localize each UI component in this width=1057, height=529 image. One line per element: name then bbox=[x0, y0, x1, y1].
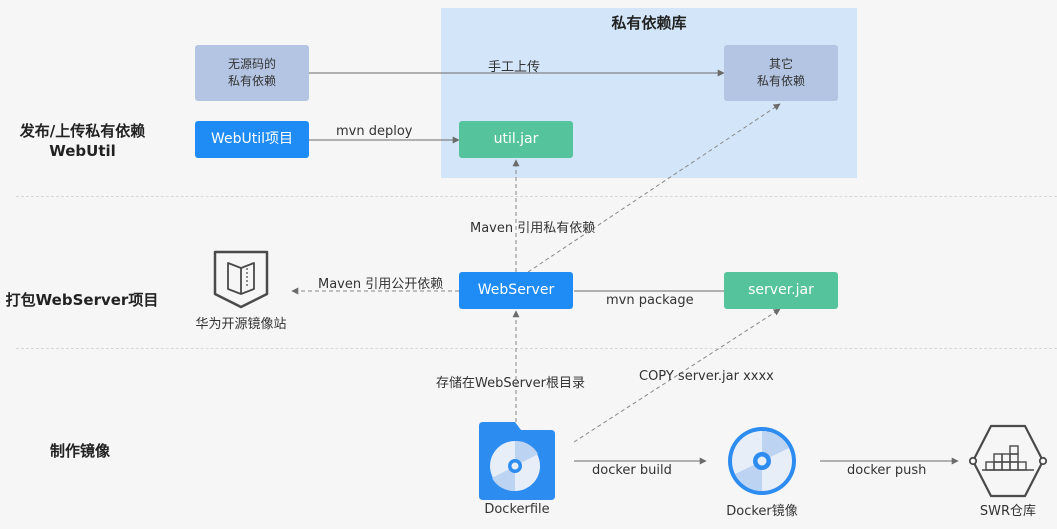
swr-registry-icon bbox=[968, 424, 1048, 498]
webserver-box: WebServer bbox=[459, 272, 573, 309]
label-copy-jar: COPY server.jar xxxx bbox=[639, 369, 774, 384]
docker-image-disc-icon bbox=[728, 427, 796, 495]
section-package-title: 打包WebServer项目 bbox=[5, 291, 159, 309]
no-source-dependency-box: 无源码的 私有依赖 bbox=[195, 45, 309, 101]
section-image-title: 制作镜像 bbox=[49, 442, 110, 460]
other-dependency-box: 其它 私有依赖 bbox=[724, 45, 838, 101]
label-maven-public: Maven 引用公开依赖 bbox=[318, 277, 444, 292]
webutil-project-box: WebUtil项目 bbox=[195, 121, 309, 158]
swr-label: SWR仓库 bbox=[979, 504, 1037, 519]
label-manual-upload: 手工上传 bbox=[488, 60, 541, 75]
server-jar-box: server.jar bbox=[724, 272, 838, 309]
label-stored-in: 存储在WebServer根目录 bbox=[436, 376, 585, 391]
section-divider-2 bbox=[16, 348, 1057, 349]
label-mvn-package: mvn package bbox=[606, 293, 694, 308]
label-docker-push: docker push bbox=[847, 463, 927, 478]
util-jar-box: util.jar bbox=[459, 121, 573, 158]
huawei-mirror-label: 华为开源镜像站 bbox=[195, 317, 287, 332]
edge-maven-private-others bbox=[527, 103, 781, 273]
label-docker-build: docker build bbox=[592, 463, 672, 478]
edge-copy-jar bbox=[573, 308, 781, 443]
dockerfile-label: Dockerfile bbox=[484, 502, 550, 517]
book-shield-icon bbox=[213, 250, 269, 309]
dockerfile-icon bbox=[479, 422, 555, 500]
repo-title: 私有依赖库 bbox=[611, 14, 687, 32]
section-publish-title: 发布/上传私有依赖 WebUtil bbox=[19, 122, 146, 160]
docker-image-label: Docker镜像 bbox=[726, 504, 798, 519]
label-maven-private: Maven 引用私有依赖 bbox=[470, 221, 596, 236]
section-divider-1 bbox=[16, 196, 1057, 197]
label-mvn-deploy: mvn deploy bbox=[336, 124, 413, 139]
